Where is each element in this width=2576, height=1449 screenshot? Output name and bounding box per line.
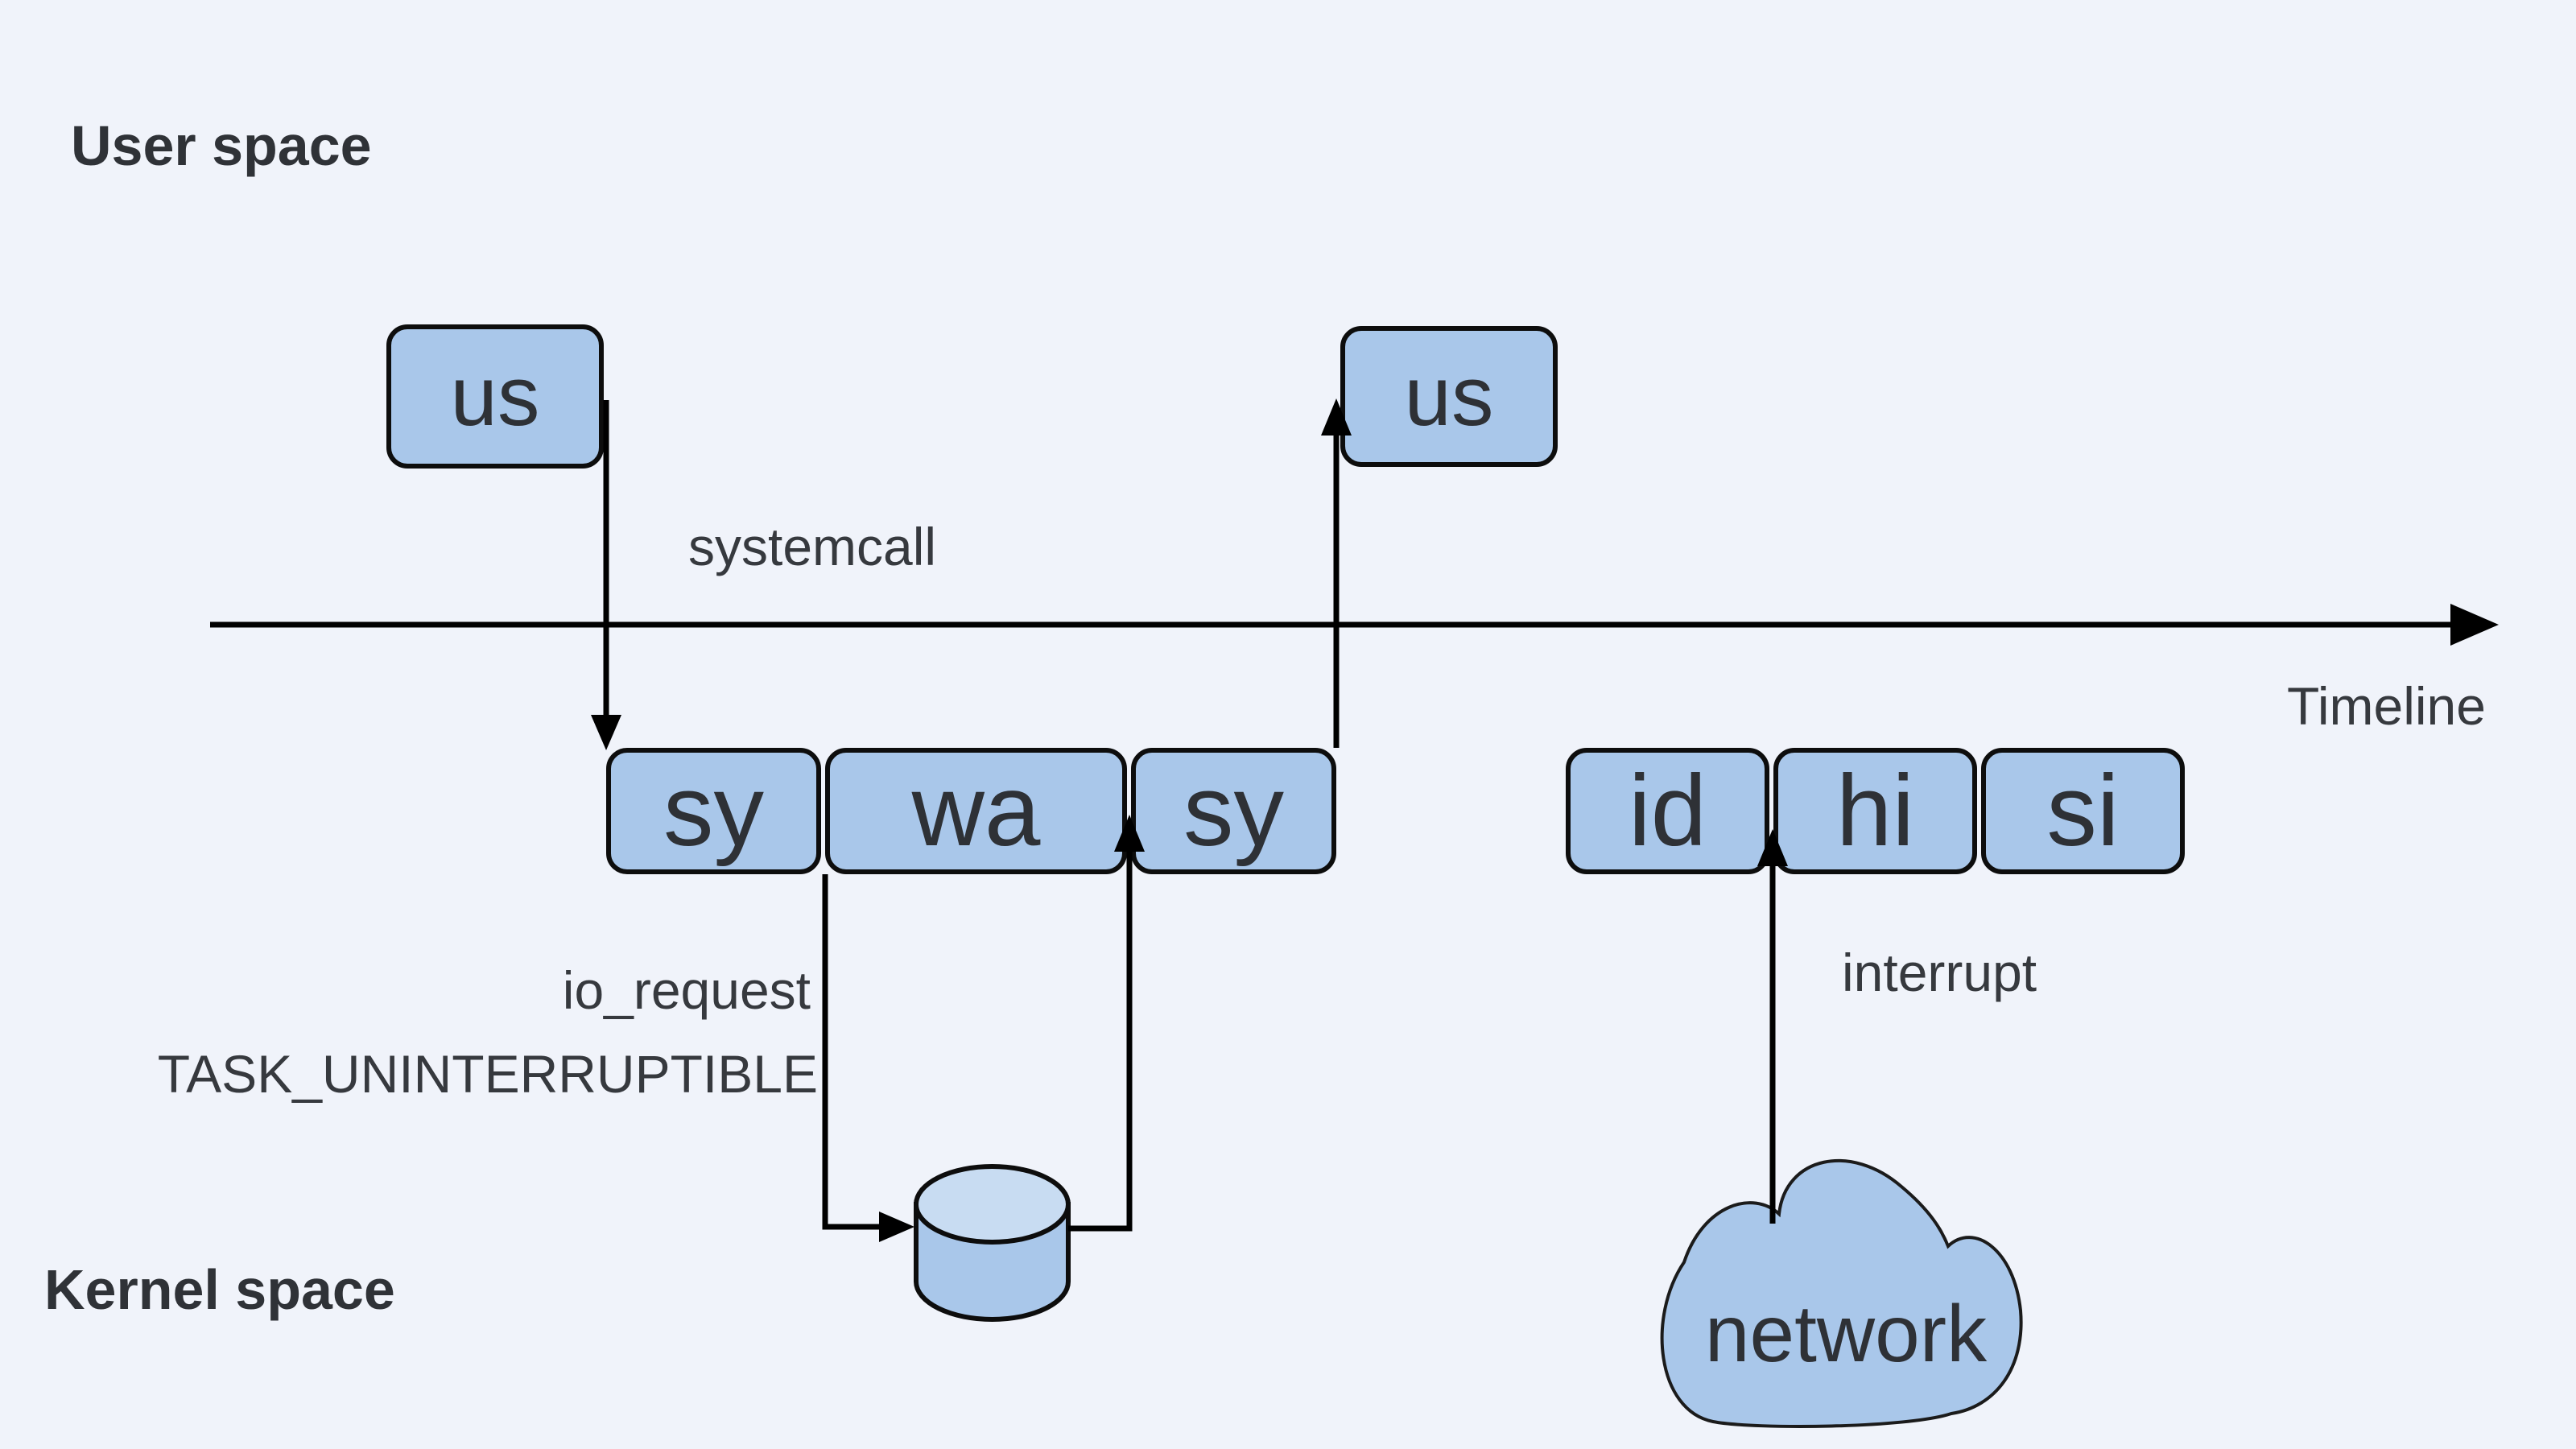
node-label: sy [1183, 755, 1284, 867]
node-hi-hardirq: hi [1773, 748, 1977, 874]
node-label: us [450, 349, 540, 444]
disk-complete-arrow [1068, 815, 1145, 1232]
disk-cylinder-icon [914, 1164, 1071, 1322]
node-us-before-syscall: us [386, 324, 604, 469]
node-sy-return: sy [1131, 748, 1336, 874]
kernel-space-label: Kernel space [44, 1258, 395, 1321]
node-label: si [2046, 755, 2120, 867]
network-cloud-label: network [1704, 1289, 1988, 1379]
interrupt-label: interrupt [1842, 943, 2037, 1002]
node-label: id [1628, 755, 1707, 867]
node-us-after-syscall: us [1340, 326, 1558, 467]
node-label: sy [663, 755, 764, 867]
systemcall-label: systemcall [688, 517, 937, 576]
node-label: us [1404, 349, 1494, 444]
user-space-label: User space [71, 114, 372, 177]
node-si-softirq: si [1981, 748, 2185, 874]
task-uninterruptible-label: TASK_UNINTERRUPTIBLE [157, 1044, 818, 1104]
io-request-label: io_request [562, 960, 811, 1020]
timeline-label: Timeline [2287, 676, 2486, 736]
timeline-arrow [210, 604, 2499, 646]
node-id-idle: id [1566, 748, 1769, 874]
node-wa-wait: wa [825, 748, 1127, 874]
io-request-arrow [822, 874, 914, 1242]
interrupt-arrow [1757, 829, 1788, 1224]
node-label: wa [911, 755, 1041, 867]
node-label: hi [1835, 755, 1915, 867]
node-sy-enter: sy [606, 748, 821, 874]
